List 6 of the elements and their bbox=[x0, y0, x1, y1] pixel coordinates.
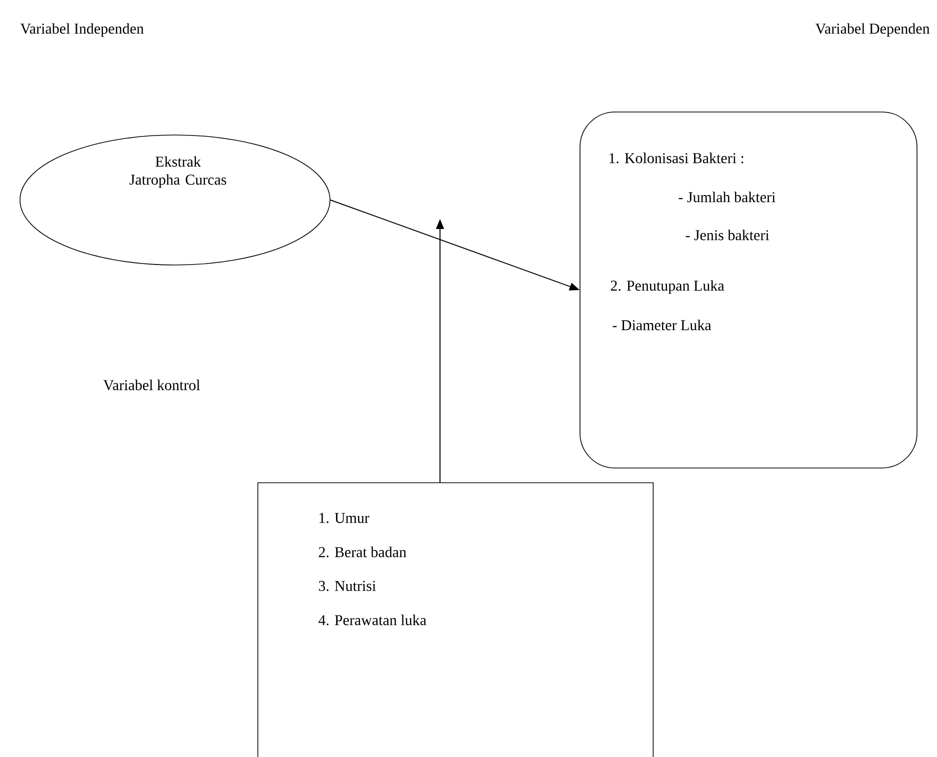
list-box: 1. Umur 2. Berat badan 3. Nutrisi 4. Perawatan luka bbox=[257, 482, 654, 757]
rounded-box: 1. Kolonisasi Bakteri : - Jumlah bakteri - Jenis bakteri 2. Penutupan Luka - Diameter Luka bbox=[580, 112, 918, 468]
heading-label: Variabel Dependen bbox=[815, 23, 930, 37]
heading-label: Variabel Independen bbox=[20, 23, 144, 37]
heading-label: Variabel kontrol bbox=[103, 380, 200, 390]
ellipse-node: Ekstrak Jatropha Curcas bbox=[20, 134, 330, 266]
